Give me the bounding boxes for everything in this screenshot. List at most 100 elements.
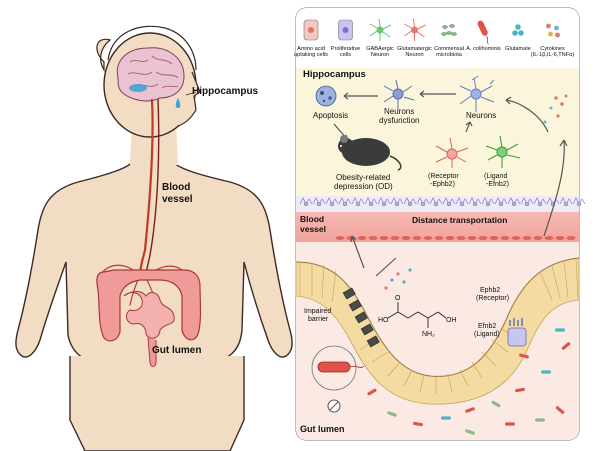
hippocampus-label: Hippocampus xyxy=(192,86,259,97)
upward-arrow-head xyxy=(350,235,357,243)
epithelial-cell-border xyxy=(459,369,469,387)
red-blood-cells xyxy=(335,236,576,240)
epithelial-cell-border xyxy=(447,373,453,393)
face-profile xyxy=(177,71,201,127)
legend-label: microbiota xyxy=(436,52,463,58)
red-blood-cell xyxy=(522,236,532,240)
legend-label: Glutamate xyxy=(505,46,531,52)
bacterium xyxy=(465,407,475,413)
neuron-soma xyxy=(368,201,374,207)
gabaergic-neuron-icon xyxy=(485,135,521,168)
epithelial-cell-border xyxy=(563,260,569,299)
red-blood-cell xyxy=(335,236,345,240)
glutamate-o-label: O xyxy=(395,295,401,302)
neurons-dysfunction-label-1: Neurons xyxy=(384,107,414,116)
glutamate-arrow xyxy=(375,257,397,277)
ligand-label-2: -Efnb2) xyxy=(486,181,509,188)
neuron-soma xyxy=(381,201,387,207)
legend-label: Amino acid xyxy=(297,46,325,52)
human-body-illustration: Hippocampus Blood vessel Gut lumen xyxy=(15,25,293,451)
red-blood-cell xyxy=(445,236,455,240)
glutamatergic-neuron-icon xyxy=(404,18,426,41)
ponytail xyxy=(96,38,112,73)
red-blood-cell xyxy=(357,236,367,240)
epithelial-cell-border xyxy=(481,351,497,367)
epithelial-cell-border xyxy=(471,361,483,379)
microbiota-icon xyxy=(441,24,457,36)
legend-item: A. colihominis xyxy=(466,20,501,52)
glutamate-ho-label: HO xyxy=(378,317,389,324)
bacterium xyxy=(441,416,451,420)
red-blood-cell xyxy=(489,236,499,240)
amino-acid-cell-icon xyxy=(303,19,319,41)
epithelial-cell-border xyxy=(403,369,413,387)
bacterium xyxy=(505,422,515,426)
blood-vessel-label-1: Blood xyxy=(162,182,190,193)
epithelial-cell-border xyxy=(575,258,579,300)
obese-mouse-icon xyxy=(338,135,402,171)
gabaergic-neuron-icon xyxy=(369,18,392,41)
legend-label: cells xyxy=(340,52,351,58)
legend-label: Glutamatergic xyxy=(397,46,432,52)
bacterium xyxy=(515,387,525,393)
receptor-label-2: -Ephb2) xyxy=(430,181,455,188)
bacterium xyxy=(555,328,565,332)
epithelial-cell-border xyxy=(539,271,553,301)
neuron-soma xyxy=(303,201,309,207)
upward-arrow xyxy=(351,235,365,269)
ephb2-label-1: Ephb2 xyxy=(480,287,500,294)
ligand-label-1: (Ligand xyxy=(484,173,507,180)
epithelial-cell-borders xyxy=(299,258,579,394)
red-blood-cell xyxy=(511,236,521,240)
magnified-bacteria-icon xyxy=(311,345,365,413)
bacterium xyxy=(561,342,571,350)
red-blood-cell xyxy=(401,236,411,240)
efnb2-label-1: Efnb2 xyxy=(478,323,496,330)
neuron-soma xyxy=(576,201,582,207)
epithelial-cell-border xyxy=(321,264,325,299)
legend-label: uptaking cells xyxy=(294,52,328,58)
red-blood-cell xyxy=(467,236,477,240)
neuron-soma xyxy=(498,201,504,207)
gut-lumen-label: Gut lumen xyxy=(152,345,201,356)
glutamate-oh-label: OH xyxy=(446,317,457,324)
od-label-2: depression (OD) xyxy=(334,182,393,191)
red-blood-cell xyxy=(555,236,565,240)
neuron-soma xyxy=(511,201,517,207)
red-blood-cell xyxy=(456,236,466,240)
glutamate-nh2-label: NH₂ xyxy=(422,331,435,338)
neuron-soma xyxy=(433,201,439,207)
neuron-soma xyxy=(563,201,569,207)
red-blood-cell xyxy=(412,236,422,240)
gut-bacteria xyxy=(367,328,571,435)
legend-label: Commensal xyxy=(434,46,464,52)
epithelial-cell-border xyxy=(387,361,401,377)
blood-vessel-label-2: vessel xyxy=(162,194,193,205)
tear-drop xyxy=(175,98,181,108)
neuron-soma xyxy=(459,201,465,207)
large-intestine xyxy=(96,269,202,342)
hippocampus-pointer xyxy=(185,91,197,96)
bacterium xyxy=(465,429,475,435)
neuron-soma xyxy=(485,201,491,207)
epithelial-cell-border xyxy=(371,351,389,363)
neurons-label: Neurons xyxy=(466,111,496,120)
apoptosis-label: Apoptosis xyxy=(313,111,348,120)
epithelial-cell-border xyxy=(551,265,561,299)
glutamatergic-neuron-icon xyxy=(435,137,469,168)
red-blood-cell xyxy=(434,236,444,240)
bacterium xyxy=(535,418,545,422)
neuron-soma xyxy=(407,201,413,207)
red-blood-cell xyxy=(423,236,433,240)
ephb2-receptor-cell-icon xyxy=(507,318,527,347)
receptor-label-1: (Receptor xyxy=(428,173,459,180)
bacterium xyxy=(387,411,397,417)
bacterium xyxy=(491,400,501,408)
gut-region-bg xyxy=(296,242,579,440)
red-blood-cell xyxy=(500,236,510,240)
hippocampus-section-title: Hippocampus xyxy=(303,69,366,80)
